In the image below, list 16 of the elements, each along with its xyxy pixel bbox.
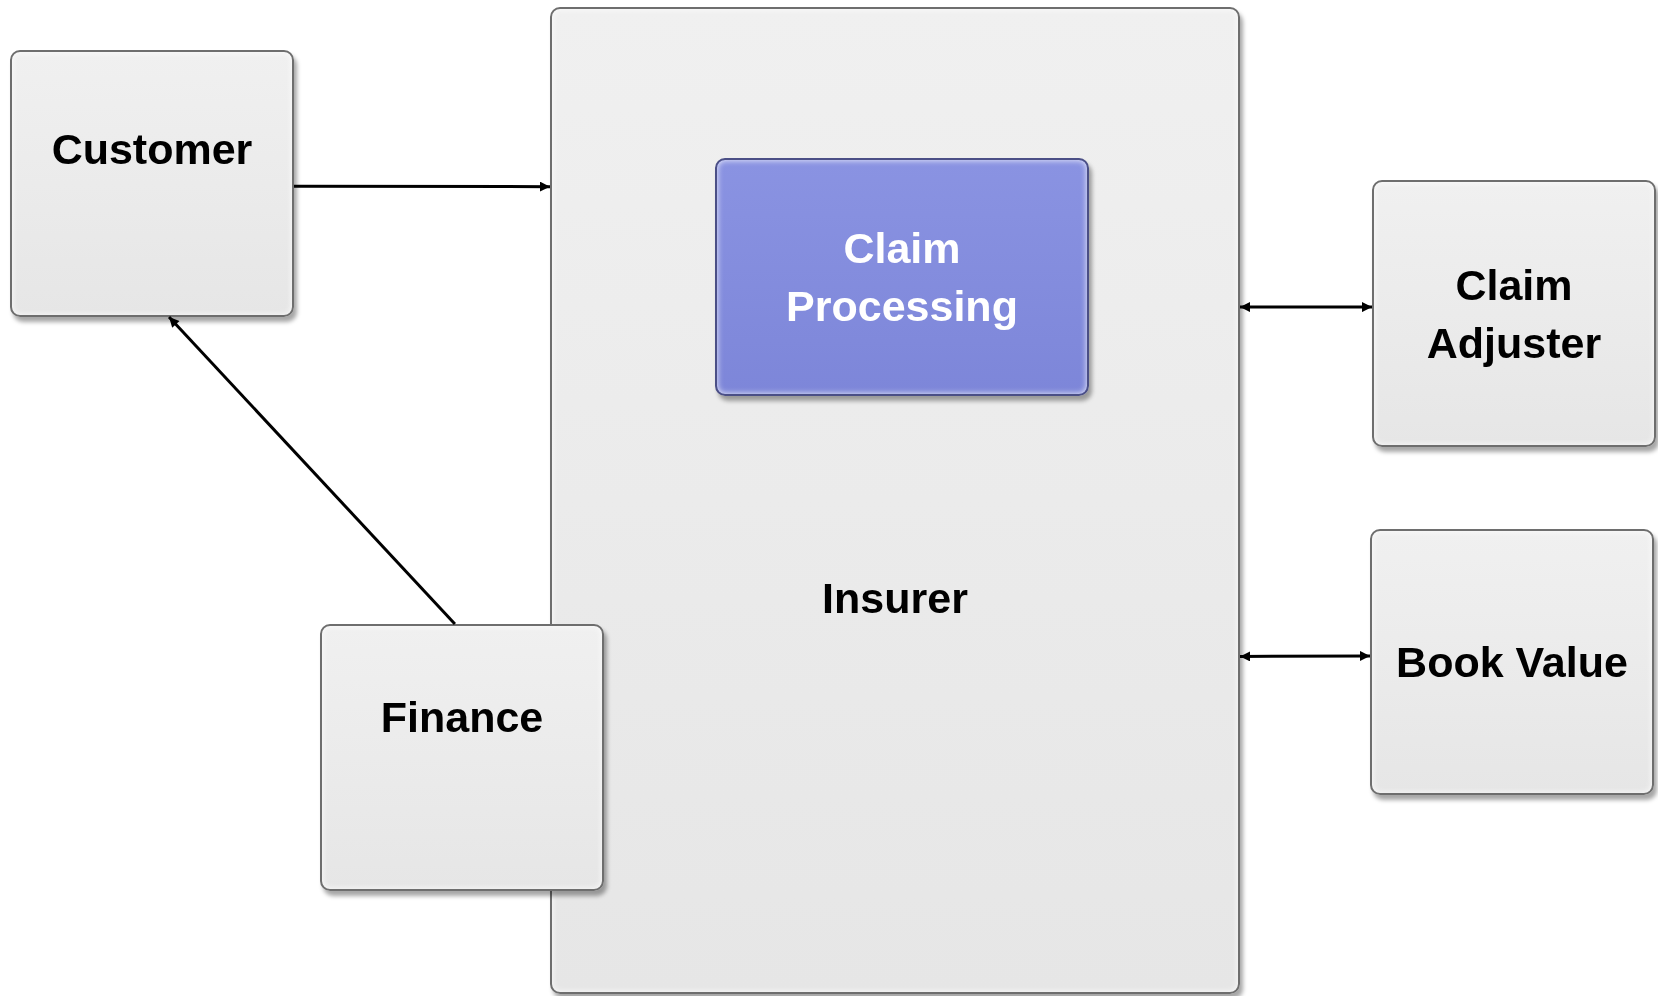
node-label: Insurer	[822, 573, 968, 624]
actor-box	[1372, 180, 1656, 447]
arrow	[167, 315, 456, 626]
arrow	[1240, 650, 1370, 662]
arrow	[294, 181, 550, 192]
node-label: Claim Adjuster	[1425, 259, 1603, 369]
actor-box	[320, 624, 604, 891]
actor-box	[10, 50, 294, 317]
arrow	[1240, 302, 1372, 313]
actor-box	[1370, 529, 1654, 795]
node-label: Finance	[380, 692, 544, 743]
process-box	[715, 158, 1089, 396]
node-label: Claim Processing	[785, 223, 1019, 332]
node-label: Customer	[51, 124, 253, 175]
system-box	[550, 7, 1240, 994]
node-label: Book Value	[1396, 637, 1628, 688]
